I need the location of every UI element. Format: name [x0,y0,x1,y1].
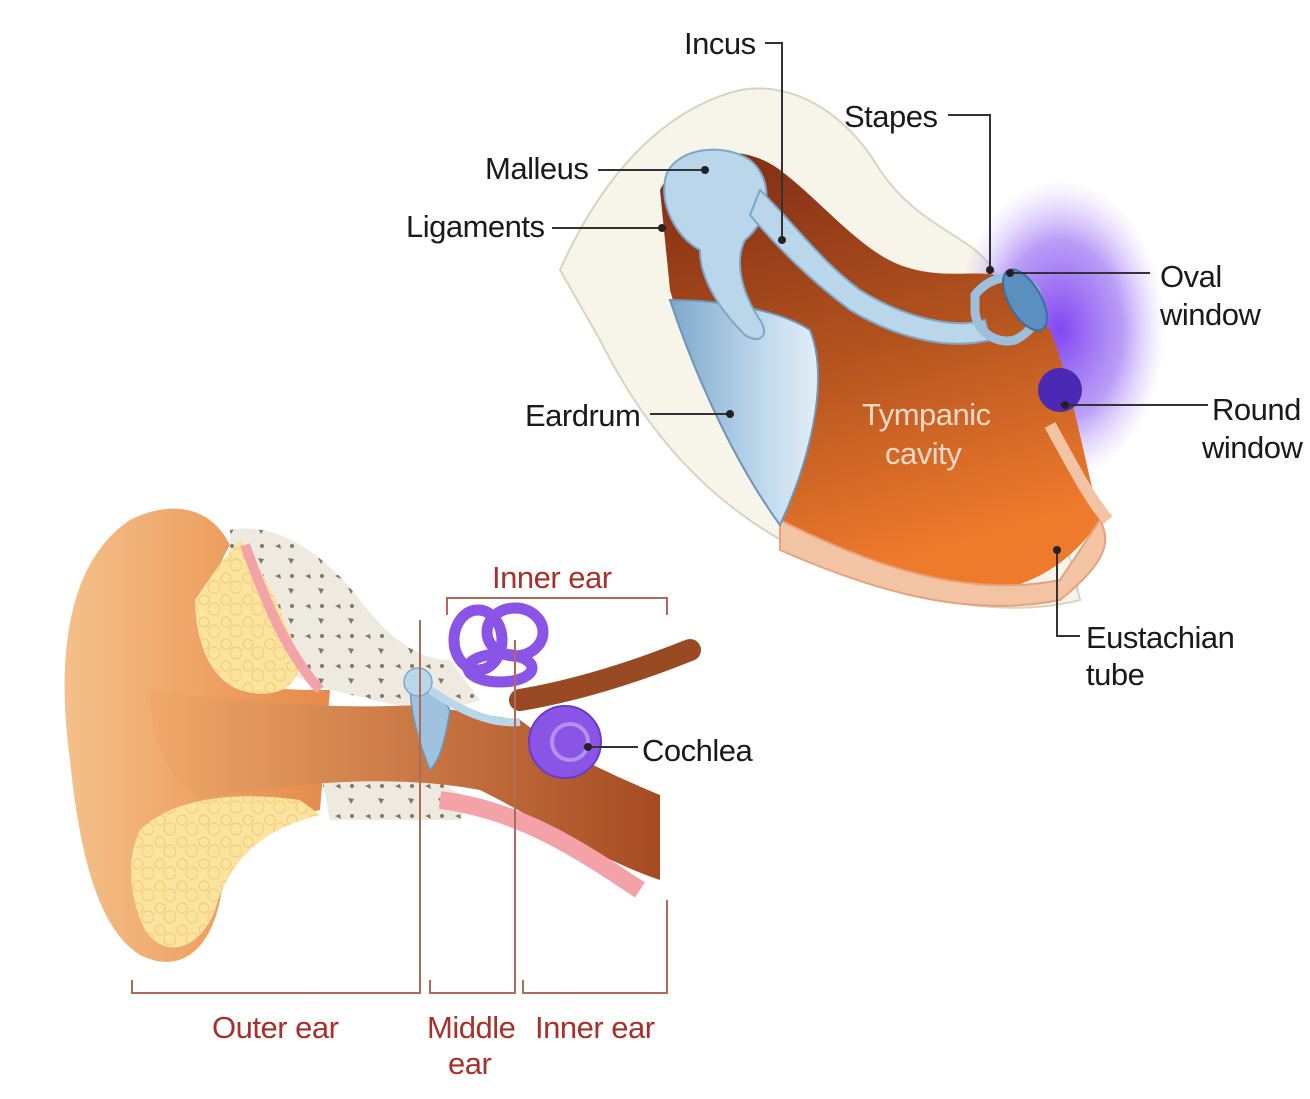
eustachian-tube-label-line1: Eustachian [1086,620,1234,655]
ligaments-leader-dot [658,224,666,232]
stapes-label: Stapes [844,99,938,134]
tympanic-cavity-label-line2: cavity [885,436,962,471]
region-brackets [131,597,668,994]
eustachian-tube-label-line2: tube [1086,657,1144,692]
round-window-leader-dot [1061,401,1069,409]
canal-skin-lower [438,791,645,898]
auditory-nerve [509,639,701,711]
eardrum-shape [668,298,820,527]
round-window [1038,368,1082,412]
inner-ear-top-bracket [446,597,668,615]
whole-ear-view [64,508,701,962]
round-window-label-line1: Round [1212,392,1301,427]
ligaments-label: Ligaments [406,209,545,244]
inner-ear-top-label: Inner ear [492,560,612,595]
round-window-membrane [1044,422,1113,525]
tympanic-cavity-label-line1: Tympanic [862,397,991,432]
leader-lines [552,42,1208,751]
outer-ear-bracket [131,620,421,994]
cavity-floor [779,518,1107,607]
eardrum-label: Eardrum [525,398,640,433]
oval-window-label-line1: Oval [1160,259,1222,294]
small-ossicles [403,667,433,697]
malleus-incus [663,148,768,340]
incus-leader-dot [778,236,786,244]
auricle-cartilage-upper [195,540,300,694]
inner-ear-bottom-bracket [522,900,668,994]
middle-ear-label-line2: ear [448,1046,491,1081]
incus-leader [765,42,783,240]
eustachian-leader [1056,550,1080,637]
cochlea-swirl [550,722,590,762]
round-window-label-line2: window [1201,430,1303,465]
canal-skin-upper [240,543,324,694]
middle-ear-zoom [558,87,1165,609]
cochlea-label: Cochlea [642,733,753,768]
eustachian-leader-dot [1053,546,1061,554]
cochlea-shape [528,705,602,779]
oval-window-leader-dot [1006,269,1014,277]
malleus-label: Malleus [485,151,588,186]
eardrum-leader-dot [726,410,734,418]
auricle-cartilage-lower [130,796,320,948]
middle-ear-bracket [429,640,516,994]
labels: Incus Stapes Malleus Ligaments Oval wind… [212,26,1304,1081]
middle-ear-label-line1: Middle [427,1010,515,1045]
oval-window-label-line2: window [1159,297,1261,332]
outer-ear-label: Outer ear [212,1010,339,1045]
small-incus-process [427,686,521,727]
stapes-leader [948,114,991,270]
incus-label: Incus [684,26,756,61]
cochlea-leader-dot [584,743,592,751]
malleus-leader-dot [701,166,709,174]
semicircular-canals [448,602,549,688]
inner-ear-bottom-label: Inner ear [535,1010,655,1045]
stapes-leader-dot [986,266,994,274]
